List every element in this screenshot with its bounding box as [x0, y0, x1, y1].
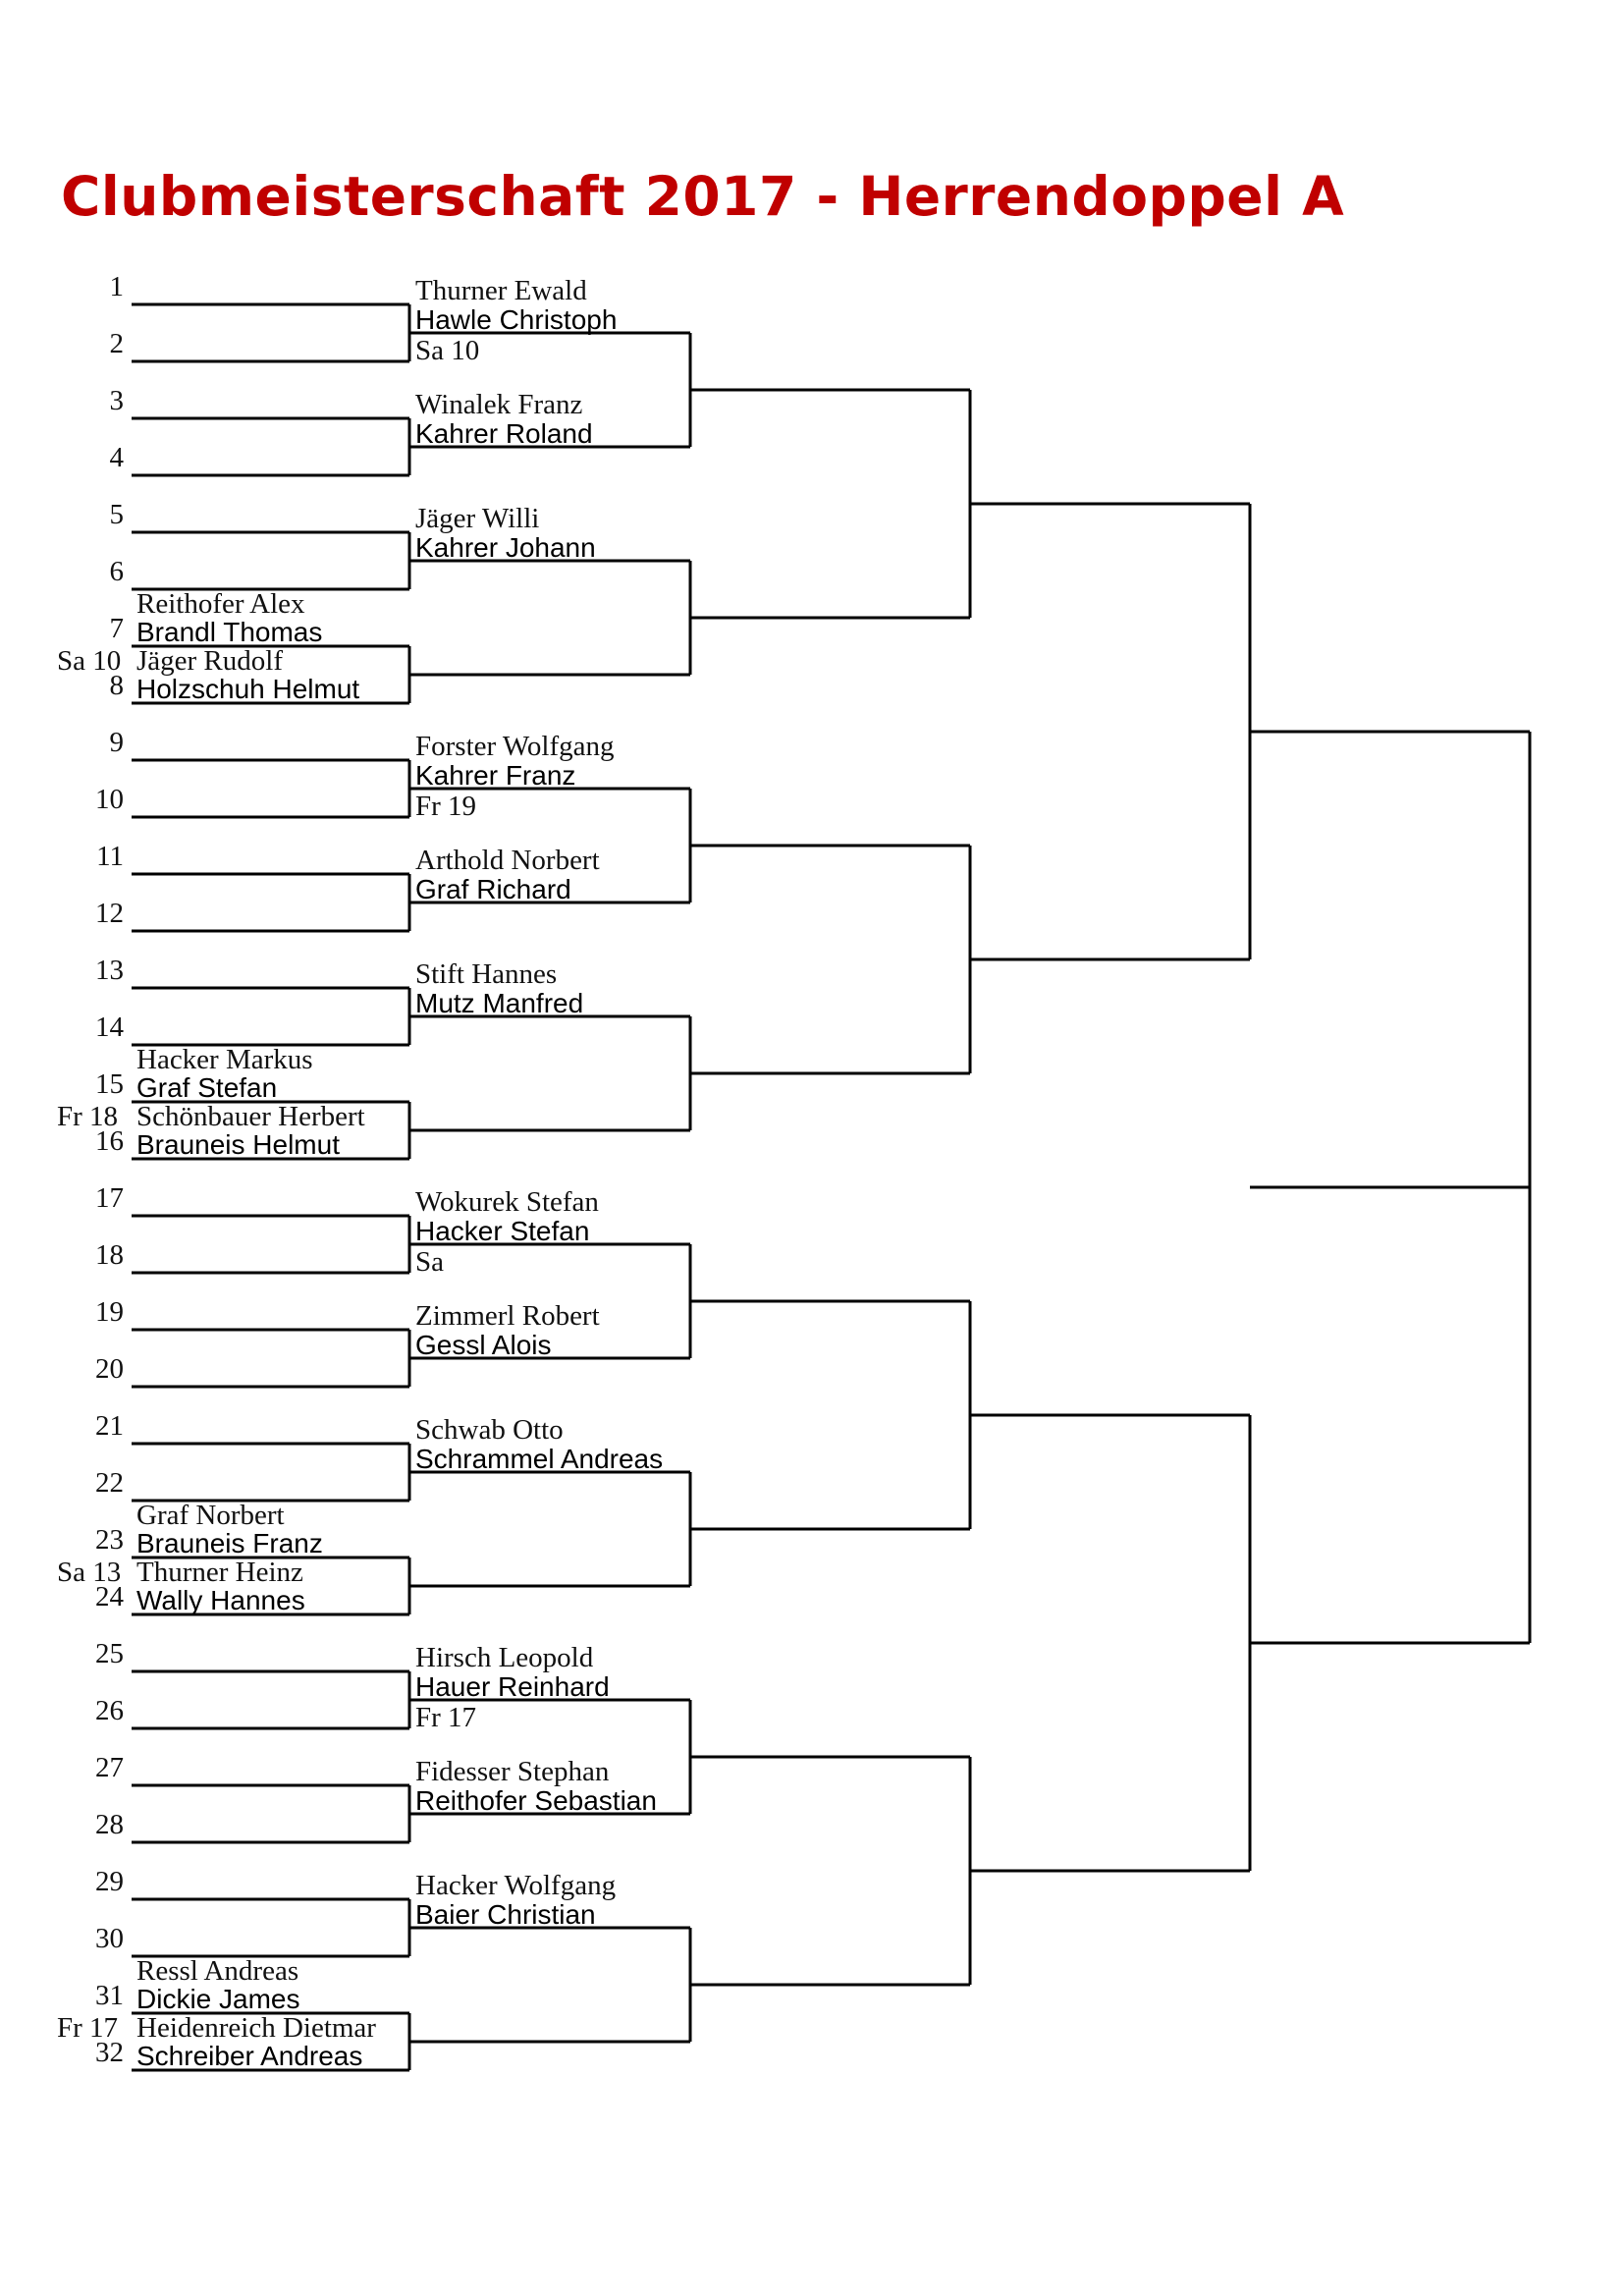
slot-team-name-top: Arthold Norbert	[415, 845, 600, 876]
slot-team-name-top: Schwab Otto	[415, 1414, 564, 1446]
slot-team-name: Holzschuh Helmut	[136, 674, 359, 704]
slot-team-name-top: Thurner Ewald	[415, 275, 587, 306]
page-title: Clubmeisterschaft 2017 - Herrendoppel A	[61, 165, 1345, 228]
slot-number: 2	[110, 328, 125, 359]
slot-number: 32	[95, 2037, 124, 2068]
slot-team-name: Wally Hannes	[136, 1585, 305, 1615]
slot-team-name-top: Heidenreich Dietmar	[136, 2012, 376, 2044]
slot-number: 22	[95, 1467, 124, 1499]
slot-team-name-top: Zimmerl Robert	[415, 1300, 600, 1332]
slot-team-name: Hawle Christoph	[415, 304, 617, 335]
slot-team-name-top: Hacker Wolfgang	[415, 1870, 616, 1901]
slot-team-name-top: Hirsch Leopold	[415, 1642, 594, 1673]
slot-number: 16	[95, 1125, 124, 1157]
slot-team-name-top: Ressl Andreas	[136, 1955, 298, 1987]
slot-team-name-top: Schönbauer Herbert	[136, 1101, 365, 1132]
slot-number: 6	[110, 556, 125, 587]
slot-number: 27	[95, 1752, 124, 1783]
slot-team-name: Kahrer Johann	[415, 532, 596, 563]
slot-number: 1	[110, 271, 125, 302]
slot-number: 4	[110, 442, 125, 473]
slot-team-name: Graf Richard	[415, 874, 571, 904]
slot-team-name: Gessl Alois	[415, 1330, 552, 1360]
slot-team-name-top: Thurner Heinz	[136, 1557, 303, 1588]
slot-number: 18	[95, 1239, 124, 1271]
slot-number: 21	[95, 1410, 124, 1442]
slot-team-name-top: Winalek Franz	[415, 389, 582, 420]
match-schedule: Fr 17	[415, 1702, 476, 1733]
slot-team-name: Mutz Manfred	[415, 988, 583, 1018]
slot-number: 5	[110, 499, 125, 530]
slot-number: 12	[95, 898, 124, 929]
slot-number: 29	[95, 1866, 124, 1897]
slot-team-name-top: Wokurek Stefan	[415, 1186, 599, 1218]
slot-number: 26	[95, 1695, 124, 1726]
slot-number: 11	[96, 841, 124, 872]
slot-team-name: Hauer Reinhard	[415, 1671, 610, 1702]
slot-number: 19	[95, 1296, 124, 1328]
match-schedule: Sa 10	[415, 335, 479, 366]
slot-team-name-top: Hacker Markus	[136, 1044, 313, 1075]
slot-team-name: Reithofer Sebastian	[415, 1785, 657, 1816]
slot-number: 10	[95, 784, 124, 815]
slot-team-name-top: Stift Hannes	[415, 958, 557, 990]
slot-team-name-top: Jäger Rudolf	[136, 645, 283, 677]
match-schedule: Fr 19	[415, 791, 476, 822]
slot-team-name: Schreiber Andreas	[136, 2041, 362, 2071]
slot-team-name: Dickie James	[136, 1984, 299, 2014]
slot-team-name: Brauneis Franz	[136, 1528, 323, 1558]
match-schedule: Fr 18	[57, 1101, 118, 1132]
slot-number: 8	[110, 670, 125, 701]
slot-number: 15	[95, 1068, 124, 1100]
slot-number: 30	[95, 1923, 124, 1954]
slot-team-name-top: Forster Wolfgang	[415, 731, 615, 762]
slot-team-name: Kahrer Roland	[415, 418, 593, 449]
slot-number: 31	[95, 1980, 124, 2011]
slot-team-name-top: Jäger Willi	[415, 503, 539, 534]
slot-team-name-top: Graf Norbert	[136, 1500, 285, 1531]
slot-number: 7	[110, 613, 125, 644]
slot-number: 13	[95, 955, 124, 986]
slot-number: 20	[95, 1353, 124, 1385]
slot-number: 9	[110, 727, 125, 758]
slot-team-name-top: Reithofer Alex	[136, 588, 305, 620]
slot-number: 23	[95, 1524, 124, 1556]
slot-team-name-top: Fidesser Stephan	[415, 1756, 610, 1787]
slot-number: 24	[95, 1581, 125, 1613]
match-schedule: Sa 13	[57, 1557, 121, 1588]
slot-team-name: Kahrer Franz	[415, 760, 575, 791]
slot-team-name: Baier Christian	[415, 1899, 596, 1930]
slot-team-name: Schrammel Andreas	[415, 1444, 663, 1474]
match-schedule: Sa 10	[57, 645, 121, 677]
slot-number: 3	[110, 385, 125, 416]
slot-team-name: Brandl Thomas	[136, 617, 322, 647]
slot-number: 17	[95, 1182, 124, 1214]
match-schedule: Fr 17	[57, 2012, 118, 2044]
slot-team-name: Brauneis Helmut	[136, 1129, 340, 1160]
slot-number: 28	[95, 1809, 124, 1840]
match-schedule: Sa	[415, 1246, 444, 1278]
slot-number: 25	[95, 1638, 124, 1669]
slot-team-name: Graf Stefan	[136, 1072, 277, 1103]
slot-team-name: Hacker Stefan	[415, 1216, 589, 1246]
slot-number: 14	[95, 1011, 125, 1043]
